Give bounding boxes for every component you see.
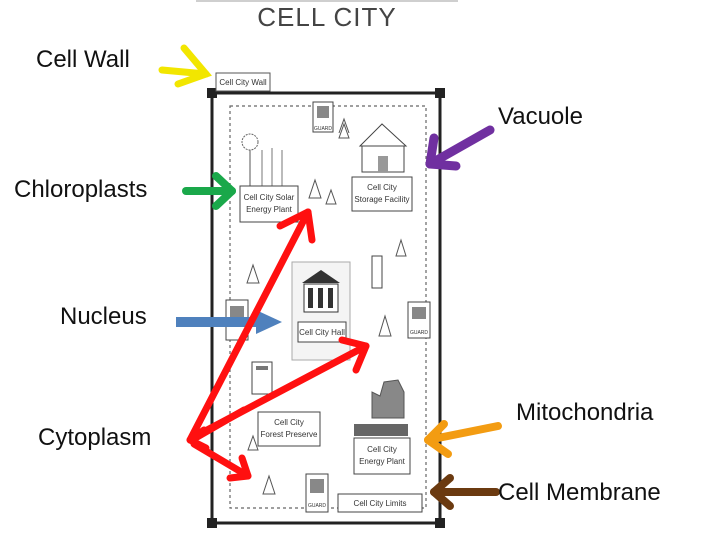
city-limits-sign: Cell City Limits	[337, 493, 423, 513]
guard-tower-top: GUARD	[312, 101, 334, 133]
cell-membrane-arrow	[430, 474, 500, 510]
small-building-left	[251, 361, 273, 395]
chloroplasts-arrow	[182, 172, 236, 210]
svg-text:Cell City Hall: Cell City Hall	[299, 328, 345, 337]
trees	[246, 117, 407, 495]
svg-text:Energy Plant: Energy Plant	[246, 205, 293, 214]
label-mitochondria: Mitochondria	[516, 399, 654, 426]
page-title: CELL CITY	[196, 0, 458, 38]
label-cell-membrane: Cell Membrane	[498, 479, 661, 506]
svg-text:Energy Plant: Energy Plant	[359, 457, 406, 466]
svg-text:GUARD: GUARD	[308, 503, 326, 509]
svg-text:GUARD: GUARD	[314, 126, 332, 132]
guard-tower-right: GUARD	[407, 301, 431, 339]
svg-text:GUARD: GUARD	[410, 330, 428, 336]
energy-plant: Cell City Energy Plant	[353, 379, 411, 475]
cytoplasm-arrows	[186, 208, 370, 482]
svg-text:Cell City: Cell City	[274, 418, 304, 427]
svg-text:Cell City: Cell City	[367, 445, 397, 454]
svg-text:Cell City Limits: Cell City Limits	[354, 499, 407, 508]
cell-city-wall-text: Cell City Wall	[219, 78, 266, 87]
vacuole-arrow	[425, 125, 495, 171]
city-hall: Cell City Hall	[291, 261, 351, 361]
cell-city-wall-sign: Cell City Wall	[215, 72, 271, 92]
tall-building	[371, 255, 383, 289]
svg-text:Forest Preserve: Forest Preserve	[261, 430, 318, 439]
cell-wall-outline	[210, 91, 442, 525]
svg-text:Storage Facility: Storage Facility	[354, 195, 409, 204]
svg-text:Cell City Solar: Cell City Solar	[244, 193, 295, 202]
label-nucleus: Nucleus	[60, 303, 147, 330]
label-cytoplasm: Cytoplasm	[38, 424, 152, 451]
mitochondria-arrow	[424, 420, 502, 458]
forest-preserve: Cell City Forest Preserve	[257, 411, 321, 447]
cell-wall-arrow	[158, 44, 212, 88]
label-vacuole: Vacuole	[498, 103, 583, 130]
storage-facility: Cell City Storage Facility	[351, 123, 413, 212]
label-cell-wall: Cell Wall	[36, 46, 130, 73]
nucleus-arrow	[176, 310, 282, 334]
guard-tower-bottom: GUARD	[305, 473, 329, 513]
svg-text:Cell City: Cell City	[367, 183, 397, 192]
label-chloroplasts: Chloroplasts	[14, 176, 148, 203]
solar-energy-plant: Cell City Solar Energy Plant	[239, 133, 299, 223]
